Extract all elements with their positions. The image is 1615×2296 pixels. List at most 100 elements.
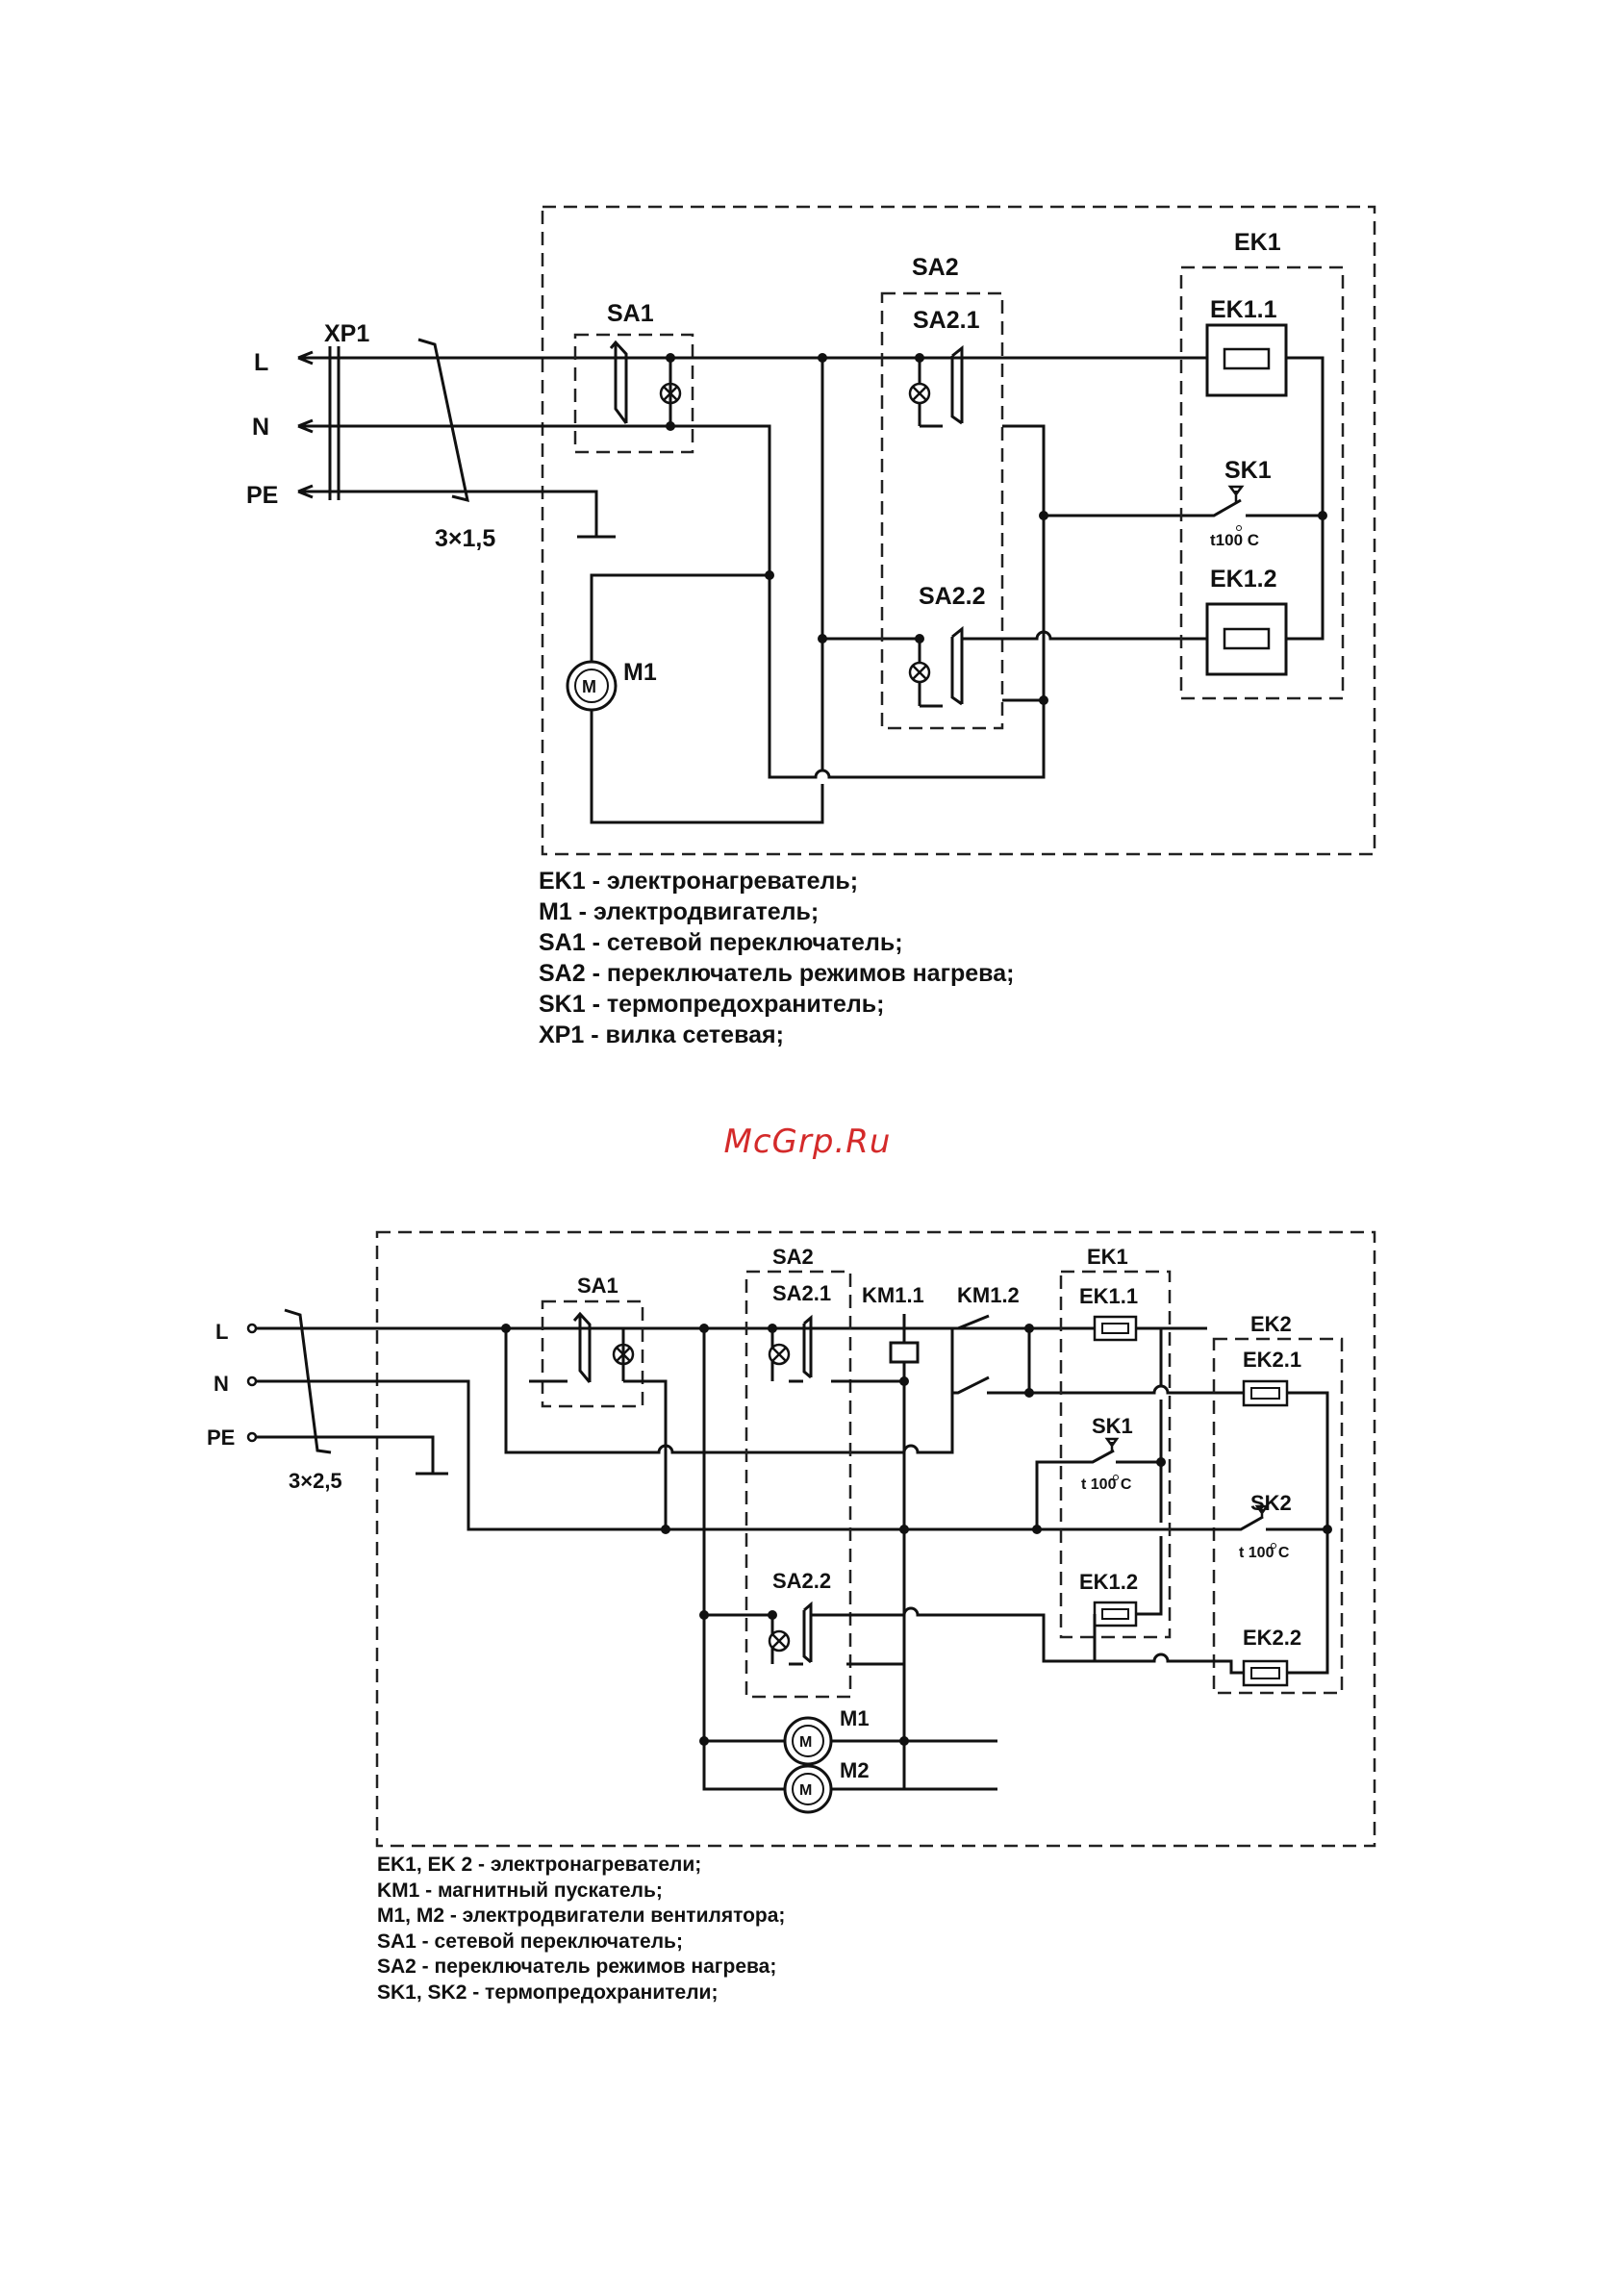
svg-text:SA1: SA1 bbox=[577, 1274, 618, 1298]
wire-motor-bottom-1 bbox=[590, 639, 824, 824]
svg-text:M1: M1 bbox=[840, 1706, 870, 1730]
svg-text:EK2.1: EK2.1 bbox=[1243, 1348, 1301, 1372]
legend-1-item: SA1 - сетевой переключатель; bbox=[539, 929, 903, 956]
switch-SA2-2: SA2 SA2.1 SA2.2 bbox=[744, 1245, 852, 1699]
wire-EK1.2-feed bbox=[962, 630, 1207, 641]
legend-2-item: SA1 - сетевой переключатель; bbox=[377, 1930, 683, 1953]
wire-EK2.2-feed bbox=[1095, 1653, 1244, 1675]
svg-text:M: M bbox=[799, 1782, 812, 1799]
wire-PE-1 bbox=[297, 484, 598, 537]
svg-text:EK1.2: EK1.2 bbox=[1079, 1570, 1138, 1594]
svg-text:SA1: SA1 bbox=[607, 300, 654, 327]
legend-2-item: KM1 - магнитный пускатель; bbox=[377, 1879, 663, 1902]
svg-text:XP1: XP1 bbox=[324, 320, 369, 347]
legend-1-item: SA2 - переключатель режимов нагрева; bbox=[539, 960, 1015, 987]
watermark: McGrp.Ru bbox=[723, 1123, 892, 1161]
svg-text:EK1.1: EK1.1 bbox=[1210, 296, 1277, 323]
svg-text:t100 C: t100 C bbox=[1210, 531, 1259, 549]
legend-1: EK1 - электронагреватель; M1 - электродв… bbox=[539, 866, 1014, 1050]
svg-text:EK1: EK1 bbox=[1087, 1245, 1128, 1269]
svg-text:t 100 C: t 100 C bbox=[1239, 1545, 1290, 1561]
svg-text:t 100 C: t 100 C bbox=[1081, 1476, 1132, 1493]
svg-text:KM1.1: KM1.1 bbox=[862, 1283, 924, 1307]
wire-to-SA2.2 bbox=[820, 358, 920, 641]
diagram-2: L N PE 3×2,5 SA1 bbox=[207, 1230, 1376, 1848]
svg-text:SA2: SA2 bbox=[912, 254, 959, 281]
thermal-fuse-SK2: SK2 t 100 C bbox=[1210, 1491, 1327, 1561]
terminal-PE-1: PE bbox=[246, 482, 616, 539]
legend-1-item: SK1 - термопредохранитель; bbox=[539, 991, 885, 1018]
legend-1-item: M1 - электродвигатель; bbox=[539, 898, 820, 925]
svg-text:SA2.2: SA2.2 bbox=[772, 1569, 831, 1593]
wire-M2-feed bbox=[702, 1741, 997, 1791]
cable-marker-1 bbox=[417, 338, 469, 503]
svg-text:SK2: SK2 bbox=[1250, 1491, 1292, 1515]
motor-M2-2: M M2 bbox=[783, 1758, 870, 1814]
svg-text:EK1.2: EK1.2 bbox=[1210, 566, 1276, 593]
legend-2-item: SK1, SK2 - термопредохранители; bbox=[377, 1981, 719, 2004]
wire-L-1 bbox=[297, 350, 673, 366]
heater-EK2: EK2 EK2.1 EK2.2 bbox=[1212, 1312, 1344, 1695]
enclosure-frame-2 bbox=[375, 1230, 1376, 1848]
motor-M1: M M1 bbox=[566, 659, 657, 712]
wire-KM1.2-feed bbox=[504, 1328, 954, 1454]
wire-N-1 bbox=[297, 418, 673, 434]
contactor-coil-KM1.1: KM1.1 bbox=[862, 1283, 924, 1381]
terminal-L-1: L bbox=[254, 349, 673, 376]
svg-text:SA2.2: SA2.2 bbox=[919, 583, 985, 610]
svg-text:SK1: SK1 bbox=[1224, 457, 1272, 484]
svg-text:PE: PE bbox=[246, 482, 278, 509]
wire-motor-top-1 bbox=[590, 573, 770, 662]
switch-SA1: SA1 bbox=[573, 300, 694, 454]
wire-EK1-return-2 bbox=[1136, 1326, 1163, 1616]
plug-XP1: XP1 bbox=[324, 320, 369, 500]
wire-EK1-return bbox=[1286, 356, 1325, 641]
wire-SA1-out bbox=[623, 1379, 668, 1529]
motor-M1-2: M M1 bbox=[783, 1706, 870, 1766]
svg-text:M2: M2 bbox=[840, 1758, 870, 1782]
thermal-fuse-SK1-2: SK1 t 100 C bbox=[1035, 1414, 1161, 1512]
svg-text:SA2.1: SA2.1 bbox=[913, 307, 980, 334]
diagram-1: L N PE XP1 3×1,5 SA1 bbox=[246, 205, 1376, 856]
contactor-KM1.2: KM1.2 bbox=[950, 1283, 1029, 1452]
terminal-N-2: N bbox=[214, 1372, 229, 1396]
terminal-PE-2: PE bbox=[207, 1426, 235, 1450]
terminal-N-1: N bbox=[252, 414, 673, 441]
svg-text:EK1.1: EK1.1 bbox=[1079, 1284, 1138, 1308]
legend-1-item: EK1 - электронагреватель; bbox=[539, 868, 859, 895]
cable-spec-2: 3×2,5 bbox=[289, 1469, 342, 1493]
svg-text:EK2.2: EK2.2 bbox=[1243, 1626, 1301, 1650]
thermal-fuse-SK1: SK1 t100 C bbox=[1207, 457, 1323, 549]
wire-SA2.1-out bbox=[1002, 424, 1046, 700]
heater-EK1: EK1 EK1.1 EK1.2 bbox=[1179, 229, 1345, 700]
heater-EK1-2: EK1 EK1.1 EK1.2 bbox=[1059, 1245, 1172, 1639]
wire-SA2.2-out-2 bbox=[811, 1606, 1095, 1663]
legend-2-item: SA2 - переключатель режимов нагрева; bbox=[377, 1955, 777, 1978]
svg-text:M1: M1 bbox=[623, 659, 657, 686]
svg-text:L: L bbox=[254, 349, 268, 376]
switch-SA2: SA2 SA2.1 SA2.2 bbox=[880, 254, 1004, 730]
svg-text:SA2: SA2 bbox=[772, 1245, 814, 1269]
svg-text:EK1: EK1 bbox=[1234, 229, 1281, 256]
svg-text:M: M bbox=[582, 677, 596, 696]
cable-spec-1: 3×1,5 bbox=[435, 525, 495, 552]
switch-SA1-2: SA1 bbox=[529, 1274, 644, 1408]
svg-text:KM1.2: KM1.2 bbox=[957, 1283, 1020, 1307]
enclosure-frame-1 bbox=[541, 205, 1376, 856]
cable-marker-2 bbox=[284, 1308, 332, 1454]
legend-1-item: XP1 - вилка сетевая; bbox=[539, 1022, 784, 1048]
legend-2-item: M1, M2 - электродвигатели вентилятора; bbox=[377, 1905, 786, 1927]
terminal-L-2: L bbox=[215, 1320, 228, 1344]
wire-PE-2 bbox=[256, 1435, 435, 1474]
svg-text:SA2.1: SA2.1 bbox=[772, 1281, 831, 1305]
legend-2: EK1, EK 2 - электронагреватели; KM1 - ма… bbox=[377, 1853, 785, 2006]
svg-text:SK1: SK1 bbox=[1092, 1414, 1133, 1438]
legend-2-item: EK1, EK 2 - электронагреватели; bbox=[377, 1854, 702, 1876]
svg-text:M: M bbox=[799, 1734, 812, 1751]
svg-text:EK2: EK2 bbox=[1250, 1312, 1292, 1336]
wire-N-2 bbox=[256, 1379, 1210, 1531]
wire-N-bus-1 bbox=[670, 424, 1046, 779]
svg-text:N: N bbox=[252, 414, 269, 441]
